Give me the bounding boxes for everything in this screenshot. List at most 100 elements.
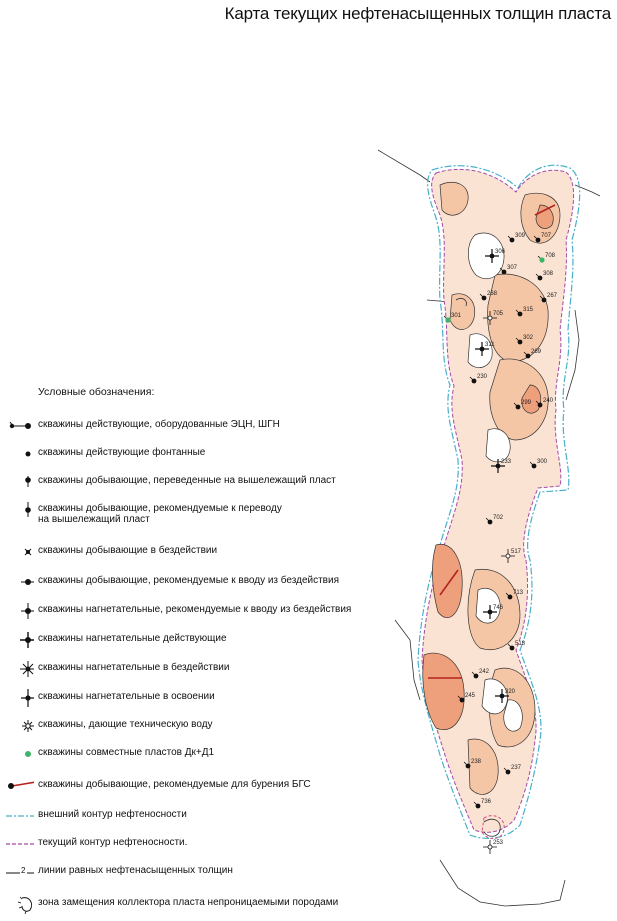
well-marker [505,553,511,559]
outer-contour-line [417,164,581,839]
well-307: 307 [499,265,518,275]
well-306: 306 [485,249,506,263]
well-marker [495,463,501,469]
well-702: 702 [485,515,504,525]
well-299: 299 [513,400,532,410]
well-label: 245 [465,693,476,699]
injection-reactivation-well-icon [21,603,34,619]
well-label: 307 [507,265,518,271]
well-marker [479,346,485,352]
well-marker [537,402,543,408]
well-label: 705 [493,311,504,317]
well-253: 253 [483,840,504,854]
recommended-transfer-well-icon [25,502,31,517]
isoline-value: 2 [21,866,26,875]
well-label: 315 [523,307,534,313]
isoline-rings [467,232,523,732]
legend-label: скважины действующие, оборудованные ЭЦН,… [38,419,280,430]
legend-label: текущий контур нефтеносности. [38,837,188,848]
well-label: 746 [493,605,504,611]
well-marker [525,353,531,359]
zone-south-tip [467,738,499,795]
isoline-icon: 2 [6,866,34,875]
zone-center-inner [521,384,542,414]
well-707: 707 [533,233,552,243]
well-302: 302 [515,335,534,345]
well-marker [517,311,523,317]
well-233: 233 [491,459,512,473]
well-label: 309 [515,233,526,239]
well-marker [535,237,541,243]
legend-label: внешний контур нефтеносности [38,809,187,820]
well-713: 713 [505,590,524,600]
legend-label: линии равных нефтенасыщенных толщин [38,865,233,876]
well-marker [539,257,545,263]
legend-label: скважины нагнетательные, рекомендуемые к… [38,604,352,615]
well-label: 311 [485,342,495,348]
injection-idle-well-icon [20,661,34,677]
transferred-well-icon [25,476,31,487]
legend-label: скважины добывающие, переведенные на выш… [38,475,336,486]
zone-upper-mid [487,273,549,363]
well-marker [499,693,505,699]
well-label: 240 [543,398,554,404]
replacement-zone-icon [17,896,33,914]
well-label: 269 [531,349,542,355]
well-marker [445,317,451,323]
producing-esp-well-icon [9,421,31,429]
flowing-well-icon [25,451,31,457]
legend-item-isolines: 2 линии равных нефтенасыщенных толщин [6,862,346,882]
well-240: 240 [535,398,554,408]
well-301: 301 [443,313,462,323]
well-308: 308 [535,271,554,281]
legend-item-replacement-zone: зона замещения коллектора пласта непрони… [6,894,346,914]
well-label: 237 [511,765,522,771]
legend-item-injection-reactivation: скважины нагнетательные, рекомендуемые к… [6,601,351,621]
well-marker [505,769,511,775]
well-311: 311 [475,342,495,356]
legend-label: скважины, дающие техническую воду [38,719,213,730]
well-label: 300 [537,459,548,465]
zone-north-left [439,181,469,216]
legend-item-injection-development: скважины нагнетательные в освоении [6,688,346,708]
well-label: 306 [495,249,506,255]
well-label: 736 [481,799,492,805]
well-marker [487,844,493,850]
well-518: 518 [507,641,526,651]
well-517: 517 [501,549,522,563]
well-705: 705 [483,311,504,325]
well-marker [465,763,471,769]
well-marker [515,404,521,410]
legend-item-outer-contour: внешний контур нефтеносности [6,806,346,826]
well-label: 702 [493,515,504,521]
well-marker [531,463,537,469]
legend-label: скважины нагнетательные действующие [38,633,227,644]
legend-label: скважины совместные пластов Дк+Д1 [38,747,215,758]
legend-item-idle-producing: скважины добывающие в бездействии [6,542,346,562]
zone-south-west [432,543,463,618]
well-label: 267 [547,293,558,299]
well-label: 708 [545,253,556,259]
legend-item-producing-flowing: скважины действующие фонтанные [6,444,346,464]
well-marker [507,594,513,600]
legend-label: скважины добывающие, рекомендуемые для б… [38,779,311,790]
legend-item-producing-reactivation: скважины добывающие, рекомендуемые к вво… [6,572,346,592]
well-245: 245 [457,693,476,703]
well-marker [517,339,523,345]
well-708: 708 [537,253,556,263]
well-marker [487,315,493,321]
well-268: 268 [479,291,498,301]
legend-label: скважины действующие фонтанные [38,447,206,458]
well-237: 237 [503,765,522,775]
well-label: 238 [471,759,482,765]
zone-center [489,358,549,441]
well-269: 269 [523,349,542,359]
well-label: 253 [493,840,504,846]
legend-item-technical-water: скважины, дающие техническую воду [6,716,346,736]
injection-development-well-icon [21,689,34,707]
well-label: 230 [477,374,488,380]
well-label: 308 [543,271,554,277]
well-marker [501,269,507,275]
well-300: 300 [529,459,548,469]
